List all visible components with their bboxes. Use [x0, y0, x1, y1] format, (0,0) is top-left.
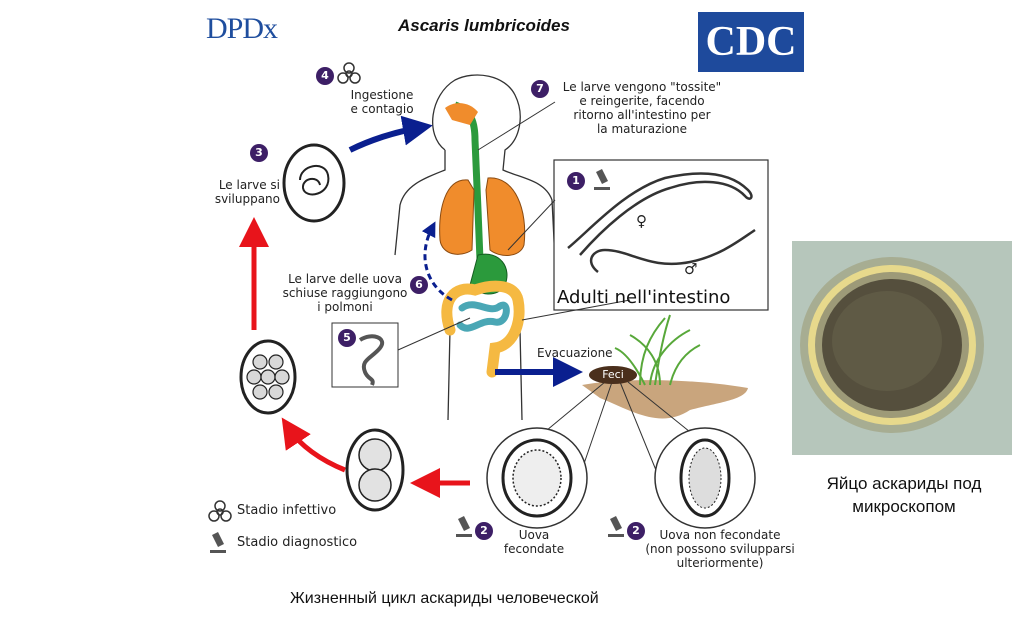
step-badge-1: 1 [567, 172, 585, 190]
soil [582, 380, 748, 419]
step-badge-3: 3 [250, 144, 268, 162]
hatched-larva [358, 334, 384, 386]
adults-label: Adulti nell'intestino [557, 287, 731, 308]
larvae-coughed-label: Le larve vengono "tossite" e reingerite,… [562, 80, 722, 136]
larvae-lungs-label: Le larve delle uova schiuse raggiungono … [282, 272, 408, 314]
egg-micrograph [792, 241, 1012, 455]
unfertilized-eggs-label: Uova non fecondate (non possono sviluppa… [645, 528, 795, 570]
feces-label: Feci [589, 366, 637, 384]
micrograph-caption: Яйцо аскариды под микроскопом [826, 474, 982, 516]
grass-icon [614, 314, 701, 386]
human-body-outline [394, 74, 556, 421]
female-worm [567, 172, 753, 256]
female-symbol: ♀ [636, 212, 647, 230]
ingestion-label: Ingestione e contagio [350, 88, 414, 116]
left-lung [439, 179, 475, 255]
male-worm [589, 228, 756, 273]
cdc-logo: CDC [698, 12, 804, 72]
step-badge-7: 7 [531, 80, 549, 98]
legend-infective: Stadio infettivo [237, 503, 337, 518]
step-badge-2b: 2 [627, 522, 645, 540]
biohazard-legend-icon [208, 500, 232, 522]
step-badge-4: 4 [316, 67, 334, 85]
microscope-icon [210, 169, 624, 553]
small-intestine [456, 301, 510, 332]
dpdx-logo: DPDx [206, 12, 278, 45]
fertilized-eggs-label: Uova fecondate [503, 528, 565, 556]
adults-box [553, 159, 769, 311]
arrow-embryo-to-morula [281, 417, 346, 473]
biohazard-icon [337, 62, 361, 84]
lifecycle-caption: Жизненный цикл аскариды человеческой [290, 590, 599, 607]
migration-arrow [421, 221, 453, 302]
ingestion-arrow [348, 115, 433, 153]
legend-diagnostic: Stadio diagnostico [237, 535, 358, 550]
step-badge-2a: 2 [475, 522, 493, 540]
male-symbol: ♂ [684, 260, 698, 278]
step-badge-6: 6 [410, 276, 428, 294]
species-title: Ascaris lumbricoides [398, 16, 570, 35]
mouth-cavity [445, 103, 478, 125]
step-badge-5: 5 [338, 329, 356, 347]
larvae-develop-label: Le larve si sviluppano [214, 178, 280, 206]
larvated-egg [282, 143, 346, 223]
pointer-lines [397, 101, 631, 351]
right-lung [485, 177, 526, 256]
large-intestine [441, 280, 525, 378]
evacuation-label: Evacuazione [537, 346, 613, 360]
